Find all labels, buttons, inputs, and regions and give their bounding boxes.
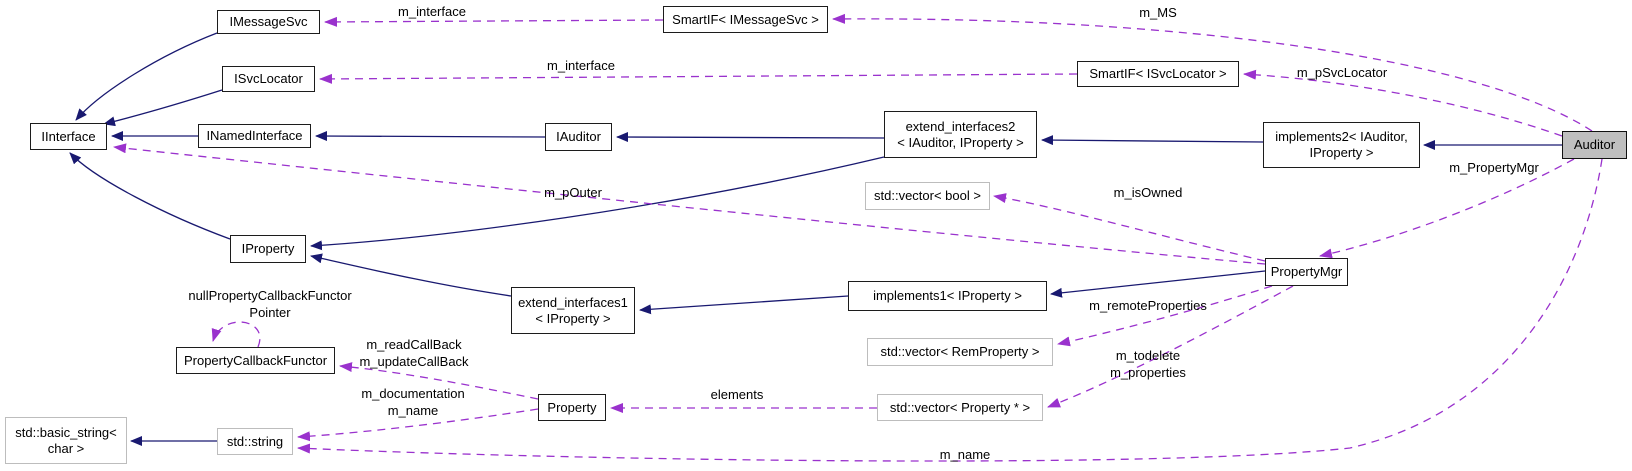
node-label: std::string bbox=[226, 433, 284, 449]
node-label: extend_interfaces1 < IProperty > bbox=[518, 294, 628, 326]
edge-label-m-ms: m_MS bbox=[1139, 5, 1177, 20]
edge-propertymgr-vectorremproperty bbox=[1057, 285, 1273, 347]
edge-property-string bbox=[297, 408, 539, 442]
node-label: ISvcLocator bbox=[234, 71, 303, 86]
node-label: PropertyCallbackFunctor bbox=[183, 352, 328, 368]
edge-implements2-extend2 bbox=[1041, 135, 1264, 146]
node-label: IProperty bbox=[241, 241, 295, 256]
edge-propertymgr-implements1 bbox=[1050, 270, 1266, 298]
edge-iproperty-iinterface bbox=[69, 152, 231, 240]
node-label: IInterface bbox=[41, 128, 96, 144]
edge-extend1-iproperty bbox=[310, 253, 512, 297]
edge-label-m-interface-svc: m_interface bbox=[547, 58, 615, 73]
node-smartif-isvclocator[interactable]: SmartIF< ISvcLocator > bbox=[1077, 61, 1239, 87]
edge-propertymgr-iinterface bbox=[113, 143, 1266, 265]
edge-label-m-propertymgr: m_PropertyMgr bbox=[1449, 160, 1539, 175]
node-basic-string[interactable]: std::basic_string< char > bbox=[5, 417, 127, 464]
node-extend-interfaces1[interactable]: extend_interfaces1 < IProperty > bbox=[511, 287, 635, 334]
edge-label-m-name-bottom: m_name bbox=[939, 447, 991, 462]
node-vector-bool[interactable]: std::vector< bool > bbox=[865, 182, 990, 210]
edge-propertymgr-vectorpropertyptr bbox=[1047, 285, 1294, 408]
edge-isvclocator-iinterface bbox=[103, 89, 223, 127]
edge-smartifsvc-isvclocator bbox=[319, 73, 1078, 84]
node-vector-property-ptr[interactable]: std::vector< Property * > bbox=[877, 394, 1043, 421]
edge-label-m-isowned: m_isOwned bbox=[1113, 185, 1183, 200]
edge-label-m-psvclocator: m_pSvcLocator bbox=[1296, 65, 1388, 80]
edge-callbackfunctor-selfloop bbox=[211, 321, 261, 348]
node-label: INamedInterface bbox=[206, 128, 303, 143]
node-implements1[interactable]: implements1< IProperty > bbox=[848, 281, 1047, 311]
node-label: SmartIF< IMessageSvc > bbox=[672, 11, 819, 27]
node-iproperty[interactable]: IProperty bbox=[230, 235, 306, 263]
edge-label-nullpropertycallbackfunctorpointer: nullPropertyCallbackFunctor Pointer bbox=[188, 288, 352, 320]
node-extend-interfaces2[interactable]: extend_interfaces2 < IAuditor, IProperty… bbox=[884, 111, 1037, 158]
node-label: std::vector< bool > bbox=[874, 188, 981, 203]
node-label: PropertyMgr bbox=[1270, 264, 1343, 279]
edge-extend2-iproperty bbox=[310, 156, 885, 251]
edge-label-m-interface-msg: m_interface bbox=[398, 4, 466, 19]
edge-auditor-propertymgr bbox=[1319, 158, 1575, 259]
node-label: implements2< IAuditor, IProperty > bbox=[1275, 129, 1408, 160]
edge-label-elements: elements bbox=[710, 387, 764, 402]
edge-label-m-todelete-m-properties: m_todelete m_properties bbox=[1110, 348, 1186, 380]
node-implements2[interactable]: implements2< IAuditor, IProperty > bbox=[1263, 122, 1420, 168]
edge-iauditor-inamedinterface bbox=[315, 131, 546, 142]
node-property[interactable]: Property bbox=[538, 394, 606, 421]
node-vector-remproperty[interactable]: std::vector< RemProperty > bbox=[867, 338, 1053, 366]
node-smartif-imessagesvc[interactable]: SmartIF< IMessageSvc > bbox=[663, 6, 828, 33]
node-label: std::vector< Property * > bbox=[889, 399, 1031, 415]
node-propertycallbackfunctor[interactable]: PropertyCallbackFunctor bbox=[176, 347, 335, 374]
node-label: extend_interfaces2 < IAuditor, IProperty… bbox=[897, 118, 1024, 150]
edge-property-callbackfunctor bbox=[339, 362, 539, 400]
inheritance-edges bbox=[69, 32, 1562, 446]
node-std-string[interactable]: std::string bbox=[217, 428, 293, 455]
edge-label-m-remoteproperties: m_remoteProperties bbox=[1089, 298, 1207, 313]
node-propertymgr[interactable]: PropertyMgr bbox=[1265, 258, 1348, 286]
node-label: std::vector< RemProperty > bbox=[880, 344, 1040, 359]
node-inamedinterface[interactable]: INamedInterface bbox=[198, 124, 311, 148]
node-label: IMessageSvc bbox=[229, 14, 308, 29]
node-label: Property bbox=[547, 399, 597, 415]
edge-imessagesvc-iinterface bbox=[75, 32, 218, 121]
node-isvclocator[interactable]: ISvcLocator bbox=[222, 66, 315, 92]
node-iauditor[interactable]: IAuditor bbox=[545, 123, 612, 151]
node-imessagesvc[interactable]: IMessageSvc bbox=[217, 10, 320, 34]
edge-propertymgr-vectorbool bbox=[993, 193, 1266, 262]
edge-label-m-pouter: m_pOuter bbox=[544, 185, 602, 200]
node-auditor[interactable]: Auditor bbox=[1562, 131, 1627, 159]
node-label: IAuditor bbox=[556, 129, 601, 144]
node-label: SmartIF< ISvcLocator > bbox=[1089, 66, 1227, 81]
node-label: Auditor bbox=[1573, 137, 1616, 152]
edge-implements1-extend1 bbox=[639, 295, 849, 315]
edge-label-m-readcallback-updatecallback: m_readCallBack m_updateCallBack bbox=[359, 337, 469, 369]
usage-edges bbox=[113, 13, 1603, 462]
edge-extend2-iauditor bbox=[616, 132, 885, 143]
edge-label-m-documentation-m-name: m_documentation m_name bbox=[361, 386, 465, 418]
edge-smartifmsg-imessagesvc bbox=[324, 16, 664, 27]
node-label: implements1< IProperty > bbox=[873, 288, 1022, 303]
edge-auditor-string bbox=[297, 158, 1603, 462]
node-iinterface[interactable]: IInterface bbox=[30, 123, 107, 150]
node-label: std::basic_string< char > bbox=[15, 424, 117, 456]
edge-auditor-smartifsvc bbox=[1243, 69, 1563, 137]
